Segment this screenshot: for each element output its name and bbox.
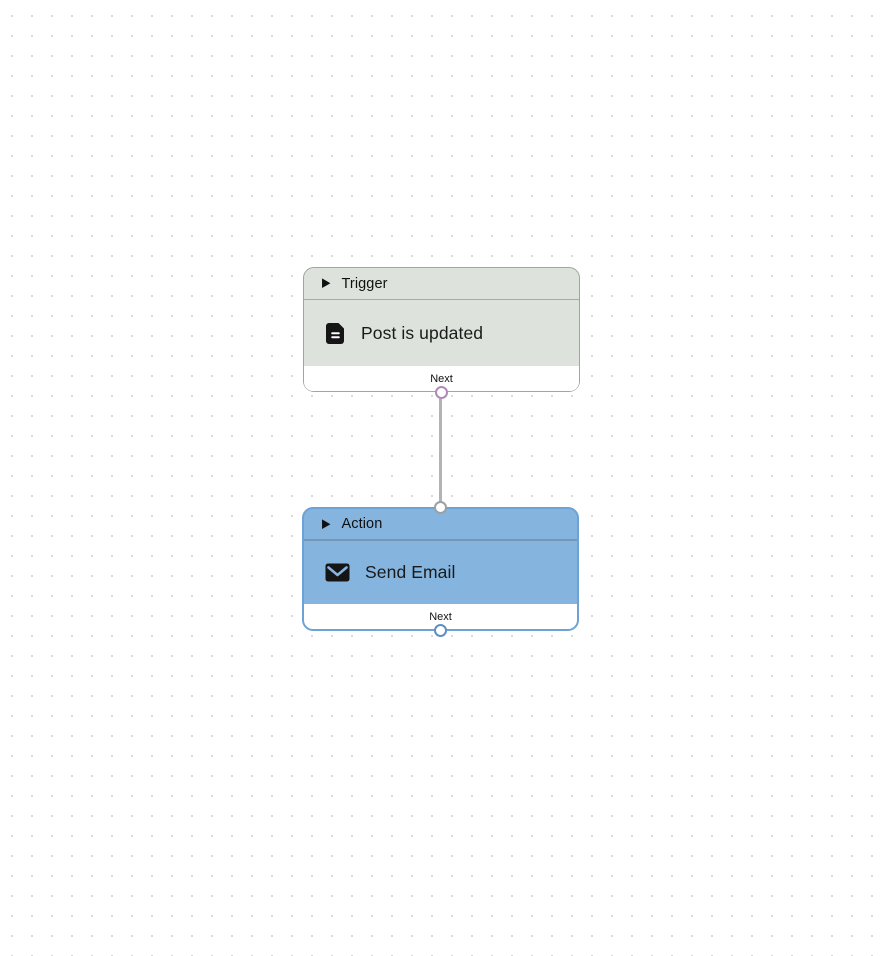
action-node[interactable]: ▶ Action Send Email Next (302, 501, 579, 637)
trigger-node[interactable]: ▶ Trigger Post is updated Next (303, 267, 580, 399)
trigger-type-label: Trigger (341, 275, 388, 292)
trigger-node-header[interactable]: ▶ Trigger (304, 268, 579, 300)
document-icon (325, 322, 346, 345)
action-next-label: Next (429, 610, 452, 623)
trigger-output-port[interactable] (435, 386, 448, 399)
collapse-triangle-icon[interactable]: ▶ (322, 516, 331, 531)
edge-trigger-to-action (439, 396, 442, 506)
action-type-label: Action (341, 516, 383, 532)
action-input-port[interactable] (434, 501, 447, 514)
action-output-port[interactable] (434, 624, 447, 637)
action-node-body[interactable]: Send Email (304, 541, 577, 604)
collapse-triangle-icon[interactable]: ▶ (322, 276, 331, 290)
mail-icon (325, 563, 350, 582)
trigger-next-label: Next (430, 372, 453, 385)
trigger-node-title: Post is updated (361, 322, 484, 343)
action-node-title: Send Email (365, 562, 456, 582)
action-node-header[interactable]: ▶ Action (304, 509, 577, 541)
trigger-node-body[interactable]: Post is updated (304, 300, 579, 366)
